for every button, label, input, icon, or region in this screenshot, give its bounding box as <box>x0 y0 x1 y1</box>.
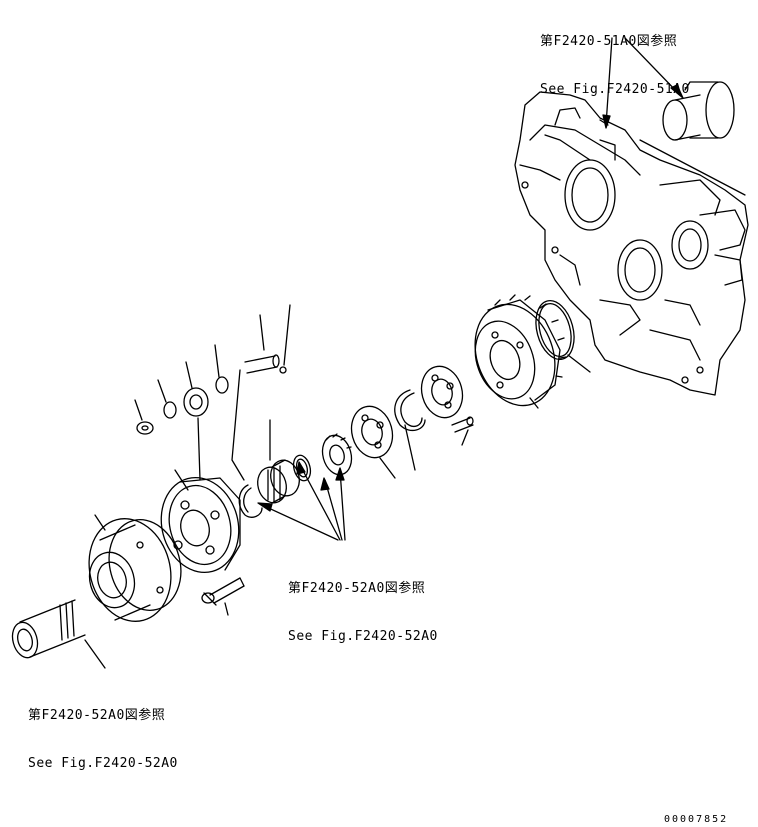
snap-ring <box>394 389 426 471</box>
reference-label-middle: 第F2420-52A0図参照 See Fig.F2420-52A0 <box>288 549 438 661</box>
small-gear <box>321 433 353 476</box>
reference-label-bottom: 第F2420-52A0図参照 See Fig.F2420-52A0 <box>28 676 178 788</box>
shaft-flange-part <box>662 81 735 141</box>
bolt <box>201 577 245 616</box>
needle-bearing <box>257 419 300 504</box>
reference-label-bottom-en: See Fig.F2420-52A0 <box>28 756 178 771</box>
small-parts-row <box>134 344 229 435</box>
reference-label-middle-en: See Fig.F2420-52A0 <box>288 629 438 644</box>
circlip <box>238 484 263 518</box>
bearing-middle <box>350 405 396 479</box>
reference-label-top-en: See Fig.F2420-51A0 <box>540 82 690 97</box>
input-shaft <box>11 599 106 669</box>
pin <box>451 416 474 446</box>
reference-leaders-top <box>602 37 684 129</box>
drawing-number: 00007852 <box>664 814 729 825</box>
transmission-case <box>514 91 749 396</box>
bearing-right <box>420 365 464 419</box>
reference-label-middle-jp: 第F2420-52A0図参照 <box>288 581 426 596</box>
reference-label-top: 第F2420-51A0図参照 See Fig.F2420-51A0 <box>540 2 690 114</box>
leader-line <box>197 417 201 481</box>
o-ring <box>535 300 591 373</box>
pin-and-ball <box>231 304 291 481</box>
planetary-carrier <box>160 469 241 574</box>
hub-flange <box>88 514 182 622</box>
reference-leaders-middle <box>257 461 346 541</box>
reference-label-top-jp: 第F2420-51A0図参照 <box>540 34 678 49</box>
ring-gear <box>474 294 567 409</box>
reference-label-bottom-jp: 第F2420-52A0図参照 <box>28 708 166 723</box>
